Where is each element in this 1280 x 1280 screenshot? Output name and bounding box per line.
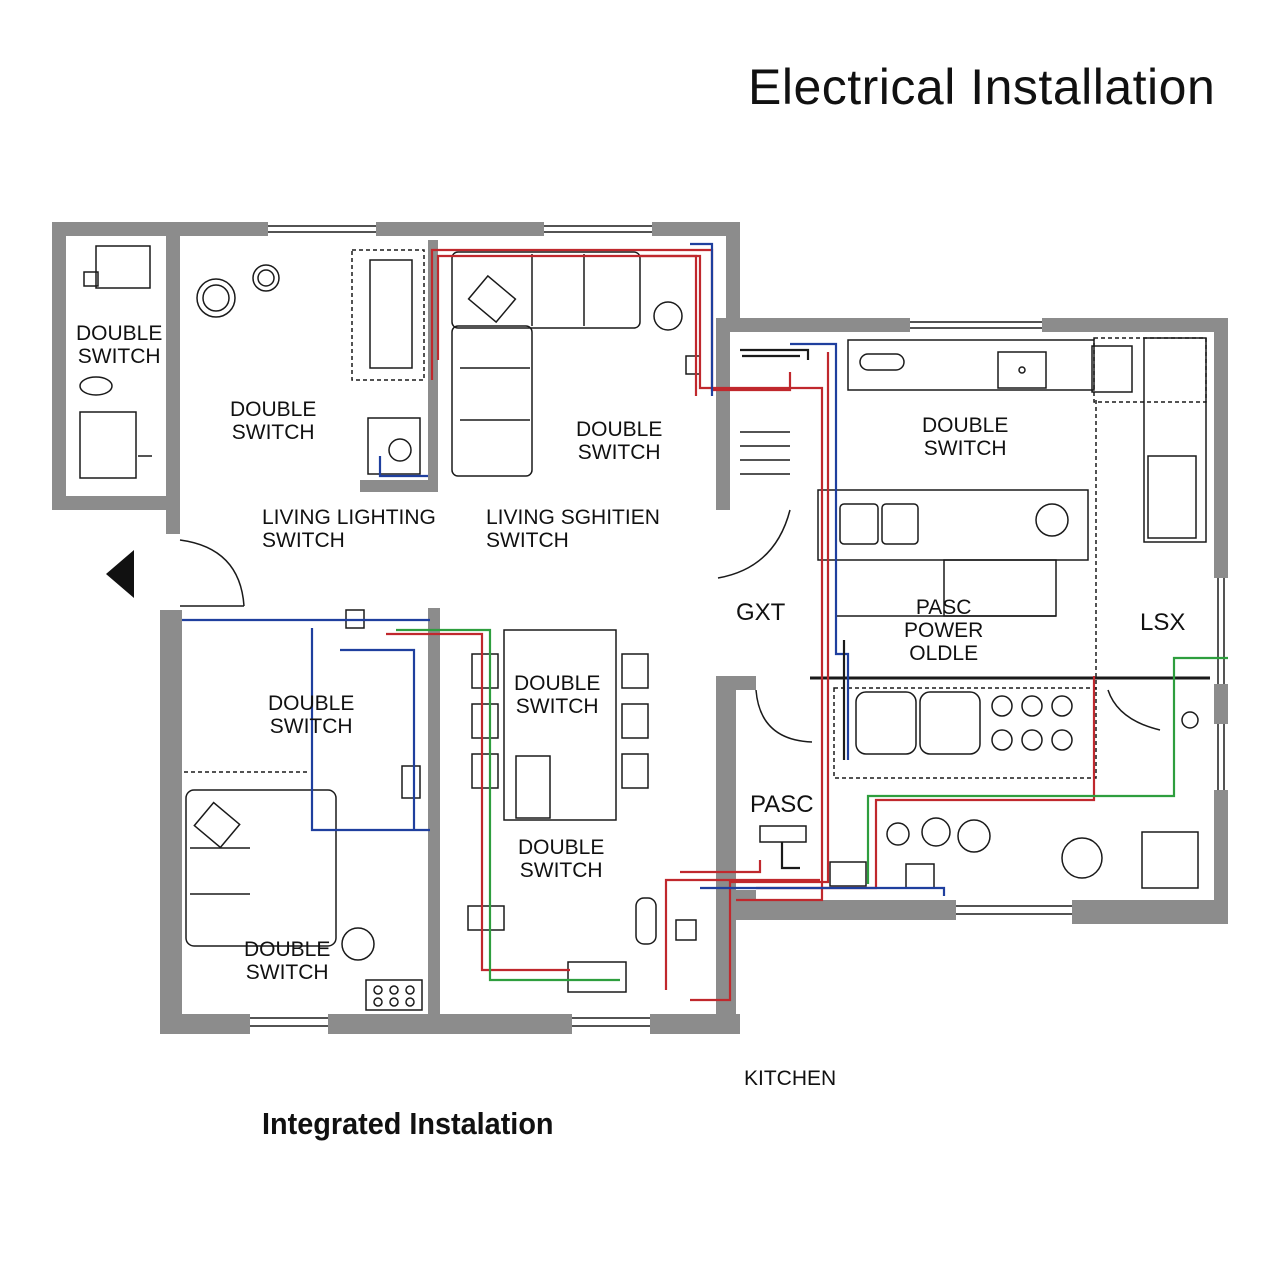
- label-gxt: GXT: [736, 599, 786, 626]
- windows: [250, 225, 1225, 1027]
- wiring: [182, 242, 1228, 1002]
- page-title: Electrical Installation: [748, 59, 1216, 115]
- page-subtitle: Integrated Instalation: [262, 1106, 554, 1141]
- label-lsx: LSX: [1140, 609, 1186, 636]
- kitchen-label: KITCHEN: [744, 1067, 837, 1090]
- furniture: [79, 245, 1207, 1011]
- label-pasc: PASC: [750, 791, 814, 818]
- doors: [179, 509, 1210, 743]
- entrance-arrow-icon: [106, 550, 134, 598]
- walls: [52, 222, 1228, 1034]
